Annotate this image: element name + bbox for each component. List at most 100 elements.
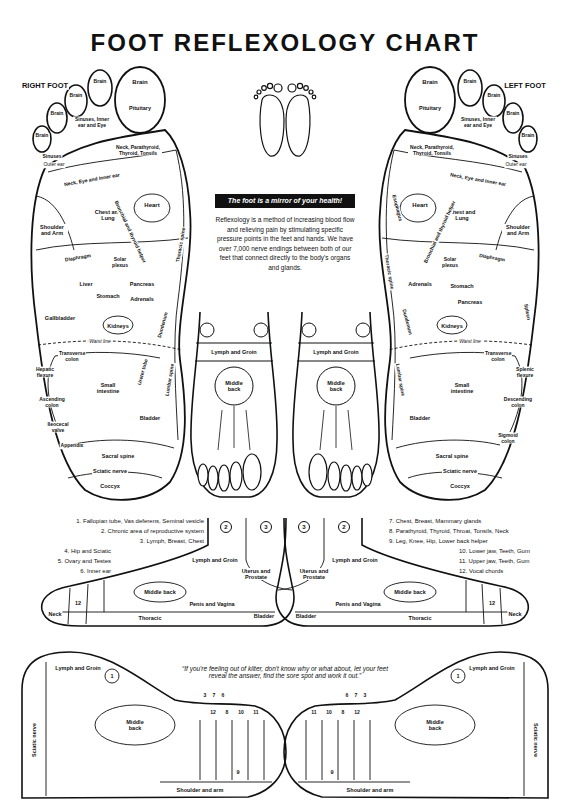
callout-number: 3 (302, 524, 305, 530)
callout-number: 12 (488, 600, 496, 606)
region-label: Thoracic (408, 615, 433, 621)
region-label: Pancreas (457, 299, 483, 305)
list-item: 1. Fallopian tube, Vas deferens, Seminal… (75, 518, 205, 525)
callout-number: 7 (354, 693, 359, 699)
list-item: 6. Inner ear (79, 568, 112, 575)
region-label: Solar plexus (437, 257, 463, 268)
region-label: Middle back (119, 719, 151, 731)
region-label: Brain (506, 111, 521, 117)
region-label: Adrenals (407, 281, 433, 287)
callout-number: 7 (212, 693, 217, 699)
region-label: Sinuses, Inner ear and Eye (459, 117, 497, 128)
callout-number: 1 (109, 673, 114, 679)
chart-title: FOOT REFLEXOLOGY CHART (0, 30, 570, 56)
region-label: Brain (93, 79, 108, 85)
callout-number: 2 (224, 524, 227, 530)
callout-number: 6 (221, 693, 226, 699)
region-label: Pituitary (128, 105, 152, 111)
region-label: Thoracic (138, 615, 163, 621)
list-item: 3. Lymph, Breast, Chest (139, 538, 205, 545)
callout-number: 10 (325, 710, 333, 716)
region-label: Diaphragm (64, 253, 93, 263)
number-circle: 3 (260, 521, 272, 533)
region-label: Waist line (88, 339, 112, 345)
region-label: Middle back (419, 719, 451, 731)
region-label: Sciatic nerve (442, 468, 478, 474)
callout-number: 12 (74, 600, 82, 606)
region-label: Diaphragm (478, 253, 507, 263)
region-label: Middle back (322, 380, 350, 392)
region-label: Brain (35, 133, 50, 139)
region-label: Lymph and Groin (210, 349, 257, 355)
region-label: Descending colon (502, 397, 535, 408)
region-label: Esophagus (391, 193, 404, 222)
region-label: Middle back (143, 589, 176, 595)
callout-number: 2 (342, 524, 345, 530)
region-label: Kidneys (106, 323, 129, 329)
region-label: Sinuses (41, 154, 62, 160)
region-label: Neck (47, 611, 62, 617)
number-circle: 2 (338, 521, 350, 533)
region-label: Appendix (60, 443, 85, 449)
region-label: Kidneys (440, 323, 463, 329)
list-item: 4. Hip and Sciatic (63, 548, 112, 555)
region-label: Middle back (220, 380, 248, 392)
callout-number: 8 (225, 710, 230, 716)
info-box: The foot is a mirror of your health!Refl… (215, 194, 355, 272)
callout-number: 9 (235, 769, 240, 775)
region-label: Sciatic nerve (31, 722, 37, 758)
number-circle: 3 (298, 521, 310, 533)
region-label: Coccyx (449, 483, 471, 489)
callout-number: 3 (203, 693, 208, 699)
region-label: Pancreas (129, 281, 155, 287)
region-label: Shoulder and Arm (36, 224, 68, 236)
region-label: Duodenum (401, 308, 414, 337)
region-label: Lumbar spine (164, 362, 175, 397)
callout-number: 9 (329, 769, 334, 775)
callout-number: 3 (264, 524, 267, 530)
region-label: Sigmoid colon (496, 433, 520, 444)
region-label: Brain (50, 111, 65, 117)
callout-number: 3 (363, 693, 368, 699)
region-label: RIGHT FOOT (21, 82, 69, 90)
region-label: Outer ear (42, 162, 65, 168)
callout-number: 12 (209, 710, 217, 716)
region-label: LEFT FOOT (503, 82, 547, 90)
region-label: Transverse colon (484, 351, 512, 362)
region-label: Thoracic spine (383, 253, 395, 291)
region-label: Neck (507, 611, 522, 617)
region-label: Brain (69, 93, 84, 99)
number-circle: 2 (220, 521, 232, 533)
region-label: Sacral spine (435, 453, 469, 459)
region-label: Ureter tube (137, 357, 150, 386)
region-label: Lymph and Groin (312, 349, 359, 355)
region-label: Bladder (253, 613, 275, 619)
region-label: Bronchial and thyroid helper (113, 199, 148, 265)
region-label: Stomach (95, 293, 120, 299)
region-label: Middle back (393, 589, 426, 595)
callout-number: 11 (310, 710, 317, 716)
region-label: Uterus and Prostate (240, 568, 272, 580)
region-label: Splenic flexure (513, 367, 537, 378)
region-label: Pituitary (418, 105, 442, 111)
info-body: Reflexology is a method of increasing bl… (215, 215, 355, 272)
list-item: 7. Chest, Breast, Mammary glands (388, 518, 482, 525)
region-label: Solar plexus (107, 257, 133, 268)
region-label: Lymph and Groin (331, 557, 378, 563)
region-label: Neck, Eye and Inner ear (449, 172, 507, 188)
region-label: Outer ear (504, 162, 527, 168)
region-label: Sacral spine (101, 453, 135, 459)
region-label: Bronchial and thyroid helper (423, 199, 458, 265)
region-label: Ileocecal valve (46, 422, 70, 433)
region-label: Lymph and Groin (468, 665, 515, 671)
quote-text: “If you're feeling out of kilter, don't … (177, 665, 394, 679)
callout-number: 8 (341, 710, 346, 716)
region-label: Adrenals (129, 296, 155, 302)
region-label: Spleen (523, 302, 532, 321)
callout-number: 6 (345, 693, 350, 699)
region-label: Coccyx (99, 483, 121, 489)
region-label: Lumbar spine (394, 362, 405, 397)
callout-number: 10 (237, 710, 245, 716)
list-item: 9. Leg, Knee, Hip, Lower back helper (388, 538, 489, 545)
